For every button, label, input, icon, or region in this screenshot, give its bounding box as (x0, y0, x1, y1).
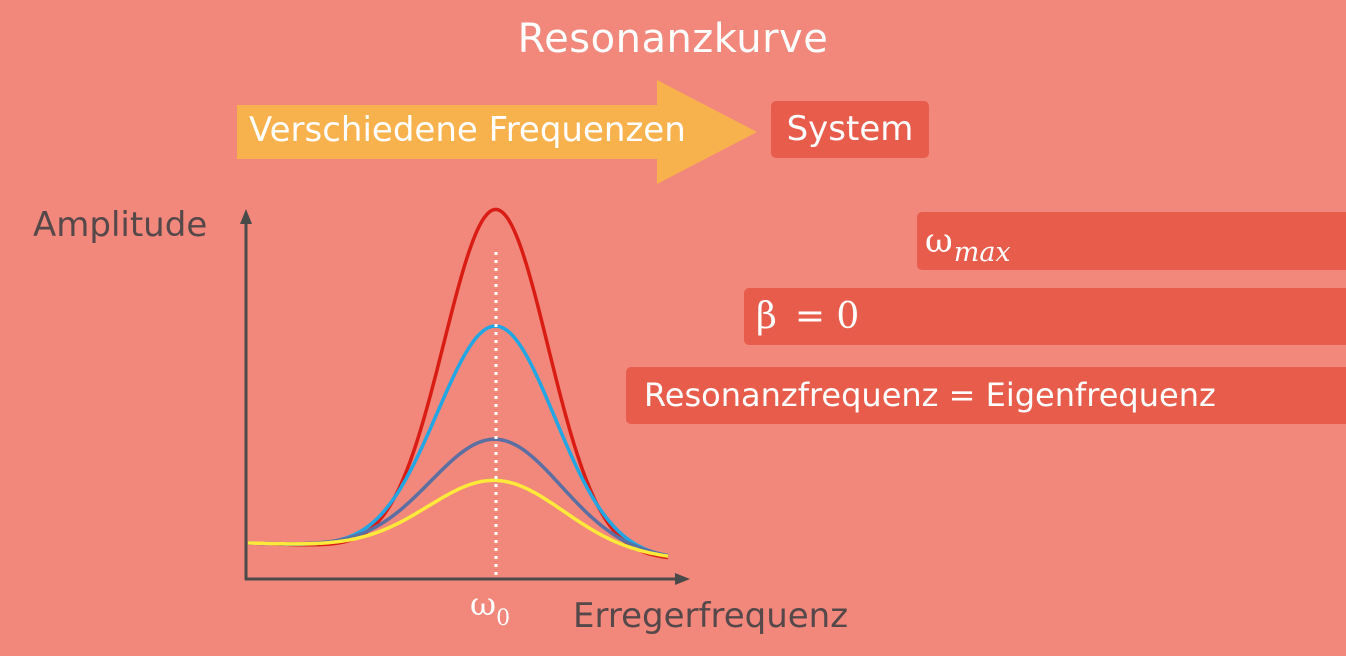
omega0-subscript: 0 (496, 606, 511, 631)
input-arrow-label: Verschiedene Frequenzen (249, 110, 686, 150)
arrow-shape (237, 80, 757, 184)
page-title: Resonanzkurve (517, 16, 829, 62)
resonance-curve-1 (247, 207, 669, 560)
beta-symbol: β (756, 296, 777, 337)
beta-box: β = 0 (744, 288, 1346, 345)
omega0-symbol: ω (470, 585, 497, 623)
x-axis-arrowhead (675, 573, 690, 585)
resonance-curve-4 (247, 478, 669, 558)
system-box: System (771, 101, 929, 158)
omega-subscript: max (953, 237, 1011, 268)
resonance-statement-box: Resonanzfrequenz = Eigenfrequenz (626, 367, 1346, 424)
y-axis-label: Amplitude (33, 205, 208, 245)
y-axis (240, 209, 252, 580)
chart-curves (247, 207, 669, 560)
omega0-label: ω0 (470, 585, 510, 631)
x-axis (245, 573, 690, 585)
y-axis-arrowhead (240, 209, 252, 224)
x-axis-label: Erregerfrequenz (573, 596, 849, 636)
omega-symbol: ω (925, 221, 953, 261)
input-arrow: Verschiedene Frequenzen (237, 80, 757, 184)
omega-max-box: ωmax (917, 212, 1346, 270)
beta-equals: = 0 (794, 296, 860, 337)
